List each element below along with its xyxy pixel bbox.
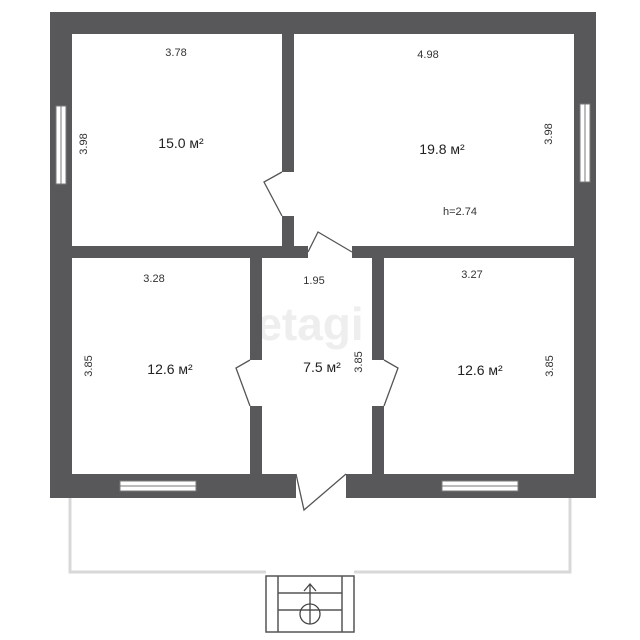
room-bottom-left-area: 12.6 м² xyxy=(147,361,193,377)
entrance-steps xyxy=(265,575,355,633)
hallway-area: 7.5 м² xyxy=(303,359,341,375)
room-bottom-left-height: 3.85 xyxy=(83,355,95,376)
room-bottom-left-width: 3.28 xyxy=(143,273,164,285)
doors xyxy=(235,171,399,512)
up-arrow-icon xyxy=(299,583,321,625)
door-bottom-left xyxy=(235,359,251,407)
window-left xyxy=(55,105,67,185)
walls xyxy=(50,12,596,498)
door-top-left xyxy=(263,171,283,217)
terrace xyxy=(68,498,572,574)
room-top-right-height: 3.98 xyxy=(543,123,555,144)
ceiling-height: h=2.74 xyxy=(443,206,477,218)
room-top-right-width: 4.98 xyxy=(417,49,438,61)
watermark-text: etagi xyxy=(256,298,363,350)
room-top-right-area: 19.8 м² xyxy=(419,141,465,157)
door-hall-top xyxy=(307,231,353,253)
door-entrance xyxy=(295,473,347,512)
room-bottom-right-height: 3.85 xyxy=(544,355,556,376)
room-top-left-area: 15.0 м² xyxy=(158,135,204,151)
windows xyxy=(55,103,591,492)
window-bottom-right xyxy=(441,480,519,492)
door-bottom-right xyxy=(383,359,399,407)
room-bottom-right-width: 3.27 xyxy=(461,269,482,281)
room-bottom-right-area: 12.6 м² xyxy=(457,362,503,378)
window-bottom-left xyxy=(119,480,197,492)
room-top-left-width: 3.78 xyxy=(165,47,186,59)
hallway-height: 3.85 xyxy=(353,351,365,372)
window-right xyxy=(579,103,591,183)
room-top-left-height: 3.98 xyxy=(78,133,90,154)
hallway-width: 1.95 xyxy=(303,275,324,287)
